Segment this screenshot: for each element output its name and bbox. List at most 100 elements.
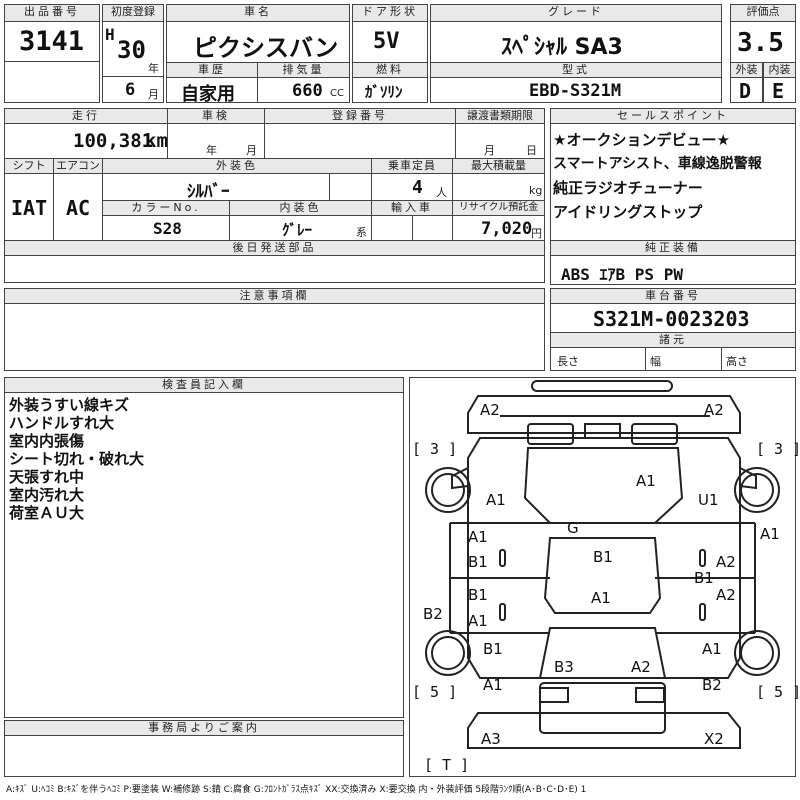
inspection-label: 車検 — [167, 108, 265, 124]
door-box: 5V — [352, 21, 428, 63]
inspection-year-unit: 年 — [206, 144, 217, 157]
transfer-label: 譲渡書類期限 — [455, 108, 545, 124]
office-box — [4, 735, 404, 777]
mark-rear-bumper-right: X2 — [704, 730, 724, 748]
bracket-front-right: [ 3 ] — [756, 440, 800, 458]
grade-label: グレード — [430, 4, 722, 22]
year-unit: 年 — [148, 62, 159, 75]
lot-no-box: 3141 — [4, 21, 100, 62]
max-load-box: kg — [452, 173, 545, 201]
mileage-unit: km — [145, 130, 168, 152]
reg-no-box — [264, 123, 456, 159]
mark-roof-rear: A1 — [591, 589, 611, 607]
mark-glass: G — [567, 519, 579, 537]
mileage-box: 100,381 km — [4, 123, 168, 159]
history-box: 自家用 — [166, 77, 258, 105]
color-no: S28 — [153, 219, 182, 238]
color-no-box: S28 — [102, 215, 230, 241]
score: 3.5 — [737, 28, 784, 58]
transfer-month-unit: 月 — [484, 144, 495, 157]
recycle-unit: 円 — [531, 227, 542, 240]
mileage-label: 走行 — [4, 108, 168, 124]
mark-left-rear-quarter-a: B1 — [483, 640, 503, 658]
mark-rear-bumper-left: A3 — [481, 730, 501, 748]
chassis-no: S321M-0023203 — [593, 307, 750, 331]
inspection-month-unit: 月 — [246, 144, 257, 157]
capacity-box: 4 人 — [371, 173, 453, 201]
first-reg-box: H 30 年 — [102, 21, 164, 77]
capacity: 4 — [412, 177, 423, 198]
import-label: 輸入車 — [371, 200, 453, 216]
fuel-label: 燃料 — [352, 62, 428, 78]
sales-point-line: 純正ラジオチューナー — [553, 179, 703, 197]
inspector-label: 検査員記入欄 — [4, 377, 404, 393]
mileage: 100,381 — [73, 130, 154, 152]
mark-front-left-corner: A2 — [480, 401, 500, 419]
bracket-front-left: [ 3 ] — [412, 440, 458, 458]
length-box: 長さ — [550, 347, 646, 371]
width-label: 幅 — [650, 355, 661, 368]
import-box — [371, 215, 413, 241]
inspector-line: シート切れ・破れ大 — [9, 450, 145, 468]
interior-color-unit: 系 — [356, 226, 367, 239]
model-label: 型式 — [430, 62, 722, 78]
inspector-line: 室内内張傷 — [9, 432, 85, 450]
sales-point-line: スマートアシスト、車線逸脱警報 — [553, 156, 762, 172]
recycle-label: リサイクル預託金 — [452, 200, 545, 216]
mark-right-fender: U1 — [698, 491, 719, 509]
interior-color-label: 内装色 — [229, 200, 372, 216]
interior-box: E — [763, 77, 796, 103]
inspector-line: 外装うすい線キズ — [9, 396, 130, 414]
mark-roof-front: B1 — [593, 548, 613, 566]
recycle-box: 7,020 円 — [452, 215, 545, 241]
interior-color-box: ｸﾞﾚｰ 系 — [229, 215, 372, 241]
sales-point-label: セールスポイント — [550, 108, 796, 124]
inspector-line: 荷室ＡＵ大 — [9, 504, 85, 522]
inspector-line: ハンドルすれ大 — [9, 414, 115, 432]
displacement-unit: CC — [330, 88, 344, 99]
inspection-box: 年 月 — [167, 123, 265, 159]
ac: AC — [66, 196, 91, 220]
interior-color: ｸﾞﾚｰ — [282, 221, 313, 239]
color-box: ｼﾙﾊﾞｰ — [102, 173, 330, 202]
height-label: 高さ — [726, 355, 748, 368]
mark-rear-glass: A2 — [631, 658, 651, 676]
car-outline-drawing — [425, 380, 780, 749]
displacement-box: 660 CC — [257, 77, 350, 103]
displacement: 660 — [292, 81, 323, 101]
mark-left-sill: B2 — [423, 605, 443, 623]
grade-box: ｽﾍﾟｼｬﾙ SA3 — [430, 21, 722, 63]
lot-no: 3141 — [19, 26, 85, 57]
inspector-line: 天張すれ中 — [9, 468, 85, 486]
bracket-rear-left: [ 5 ] — [412, 683, 458, 701]
transfer-box: 月 日 — [455, 123, 545, 159]
car-name-box: ピクシスバン — [166, 21, 350, 63]
ac-box: AC — [53, 173, 103, 241]
reg-no-label: 登録番号 — [264, 108, 456, 124]
car-name-label: 車名 — [166, 4, 350, 22]
width-box: 幅 — [645, 347, 722, 371]
mark-left-fender: A1 — [486, 491, 506, 509]
first-reg-label: 初度登録 — [102, 4, 164, 22]
mark-right-rear-quarter-b: B2 — [702, 676, 722, 694]
mark-hood: A1 — [636, 472, 656, 490]
mark-right-front-door: A2 — [716, 553, 736, 571]
equipment: ABS ｴｱB PS PW — [561, 265, 683, 284]
mark-back-door: B3 — [554, 658, 574, 676]
height-box: 高さ — [721, 347, 796, 371]
history: 自家用 — [181, 84, 235, 105]
shift-label: シフト — [4, 158, 54, 174]
history-label: 車歴 — [166, 62, 258, 78]
notes-box — [4, 303, 545, 371]
reg-year: 30 — [117, 36, 146, 64]
mark-right-mirror: A1 — [760, 525, 780, 543]
chassis-box: S321M-0023203 — [550, 303, 796, 333]
mark-left-rear-door-a: B1 — [468, 586, 488, 604]
mark-front-right-corner: A2 — [704, 401, 724, 419]
later-parts-label: 後日発送部品 — [4, 240, 545, 256]
sales-point-line: アイドリングストップ — [553, 203, 703, 221]
footer-legend: A:ｷｽﾞ U:ﾍｺﾐ B:ｷｽﾞを伴うﾍｺﾐ P:要塗装 W:補修跡 S:錆 … — [6, 785, 587, 795]
sales-point-box: ★オークションデビュー★ スマートアシスト、車線逸脱警報 純正ラジオチューナー … — [550, 123, 796, 241]
exterior-box: D — [730, 77, 763, 103]
notes-label: 注意事項欄 — [4, 288, 545, 304]
